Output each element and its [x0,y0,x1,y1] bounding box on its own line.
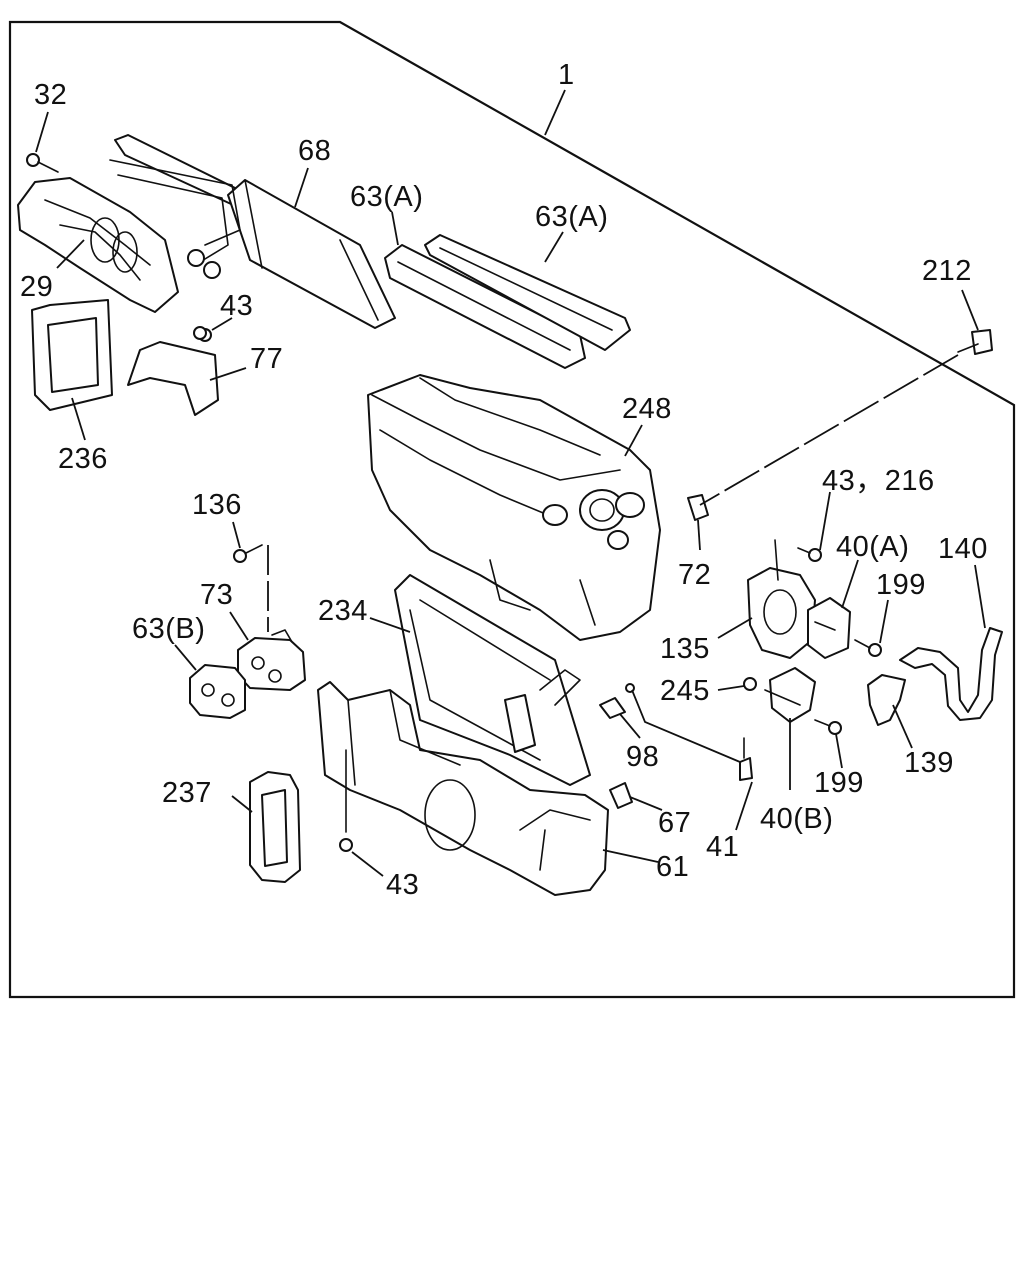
label-43-top: 43 [220,290,253,322]
label-73: 73 [200,579,233,611]
label-43-216: 43，216 [822,465,935,497]
part-63b-gasket [189,664,246,719]
label-237: 237 [162,777,212,809]
part-61-blower-case [317,681,609,896]
label-245: 245 [660,675,710,707]
label-72: 72 [678,559,711,591]
part-72-clip [687,494,709,521]
label-63b: 63(B) [132,613,205,645]
part-43-screw-top [193,326,207,340]
label-139: 139 [904,747,954,779]
label-29: 29 [20,271,53,303]
label-67: 67 [658,807,691,839]
label-248: 248 [622,393,672,425]
label-212: 212 [922,255,972,287]
label-63a-left: 63(A) [350,181,423,213]
part-199-screw-lower [814,719,842,735]
label-61: 61 [656,851,689,883]
part-43-216-screw [797,547,822,562]
diagram-frame [8,20,1016,999]
part-43-screw-bottom [339,749,353,852]
label-40b: 40(B) [760,803,833,835]
part-234-evaporator [394,574,591,786]
label-234: 234 [318,595,368,627]
leader-lines [35,89,986,877]
part-40a-motor [807,597,851,659]
part-41-connector [739,737,753,781]
part-67-clip [609,782,633,809]
part-40b-motor [764,667,816,723]
part-136-screw [233,544,263,563]
part-237-seal [249,771,301,883]
label-98: 98 [626,741,659,773]
label-77: 77 [250,343,283,375]
label-135: 135 [660,633,710,665]
part-248-heater-case [367,374,661,641]
part-199-screw-upper [854,639,882,657]
label-32: 32 [34,79,67,111]
part-68-heater-core [109,134,396,329]
label-40a: 40(A) [836,531,909,563]
part-212-bolt [957,329,993,355]
label-68: 68 [298,135,331,167]
label-63a-right: 63(A) [535,201,608,233]
part-245-nut [743,677,757,691]
label-199-upper: 199 [876,569,926,601]
part-29-duct [17,177,179,313]
label-236: 236 [58,443,108,475]
label-1: 1 [558,59,575,91]
part-140-hose [899,627,1003,721]
part-135-actuator [747,539,816,659]
label-199-lower: 199 [814,767,864,799]
label-136: 136 [192,489,242,521]
part-63a-gasket-left [384,244,586,369]
part-32-screw [26,153,59,173]
label-140: 140 [938,533,988,565]
part-63a-gasket-right [424,234,631,351]
part-77-bracket [127,328,219,416]
part-236-seal [31,299,113,411]
label-41: 41 [706,831,739,863]
part-98-clip [599,683,635,719]
label-43-bottom: 43 [386,869,419,901]
